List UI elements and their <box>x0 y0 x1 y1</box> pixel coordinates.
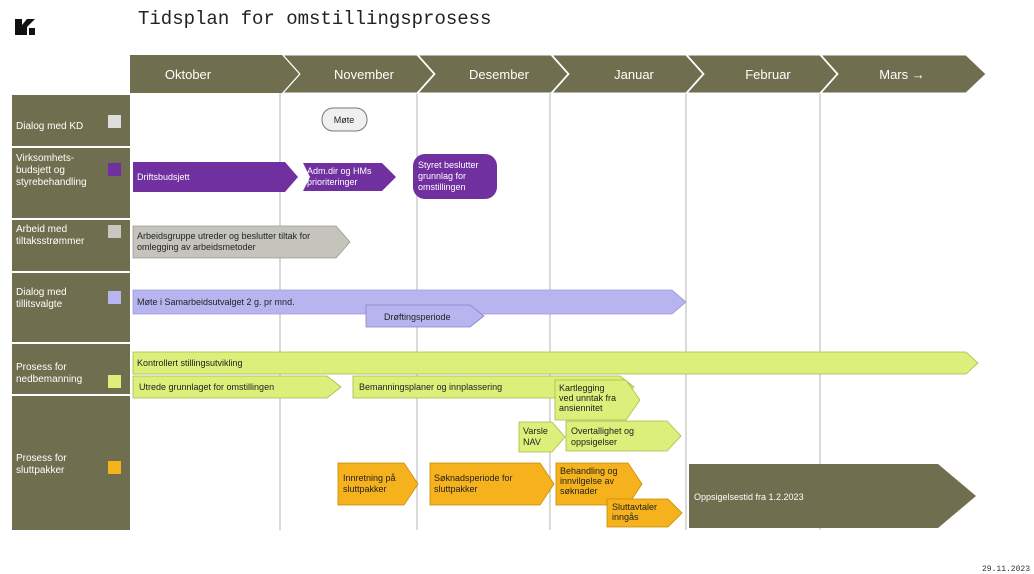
lane-swatch <box>108 163 121 176</box>
month-chevron-november <box>281 54 435 94</box>
svg-text:Drøftingsperiode: Drøftingsperiode <box>384 312 451 322</box>
month-chevron-oktober <box>130 55 299 93</box>
svg-text:Utrede grunnlaget for omstilli: Utrede grunnlaget for omstillingen <box>139 382 274 392</box>
lane-swatch <box>108 291 121 304</box>
month-chevron-januar <box>550 54 704 94</box>
lane-label: Prosess for sluttpakker <box>16 453 69 476</box>
styret-bubble: Styret beslutter grunnlag for omstilling… <box>413 154 497 199</box>
svg-text:Behandling og innvilge: Behandling og innvilgelse av søknader <box>560 466 620 496</box>
adm-dir-bar: Adm.dir og HMs prioriteringer <box>303 163 396 191</box>
lane-nedbemanning: Prosess for nedbemanning <box>12 344 130 394</box>
month-chevron-mars <box>819 54 987 94</box>
oppsigelsestid-bar: Oppsigelsestid fra 1.2.2023 <box>689 464 976 528</box>
lane-swatch <box>108 375 121 388</box>
month-label-desember: Desember <box>469 67 530 82</box>
innretning-bar: Innretning på sluttpakker <box>337 462 419 506</box>
svg-text:Kartlegging ved unntak: Kartlegging ved unntak fra ansiennitet <box>559 383 619 413</box>
varsle-nav-bar: Varsle NAV <box>518 421 566 453</box>
svg-text:Søknadsperiode for slu: Søknadsperiode for sluttpakker <box>434 473 515 494</box>
samarbeidsutvalget-bar: Møte i Samarbeidsutvalget 2 g. pr mnd. <box>132 289 687 315</box>
month-label-januar: Januar <box>614 67 654 82</box>
footer-date: 29.11.2023 <box>982 565 1031 574</box>
soknadsperiode-bar: Søknadsperiode for sluttpakker <box>429 462 555 506</box>
lane-label: Dialog med tillitsvalgte <box>16 287 69 310</box>
lane-labels: Dialog med KD Virksomhets- budsjett og s… <box>12 95 130 530</box>
lane-dialog-kd: Dialog med KD <box>12 95 130 146</box>
driftsbudsjett-bar: Driftsbudsjett <box>133 162 298 192</box>
timeline-items: Møte Driftsbudsjett Adm.dir og HMs prior… <box>132 107 979 528</box>
lane-label: Prosess for nedbemanning <box>16 362 82 385</box>
mote-bubble: Møte <box>321 107 368 132</box>
svg-text:Innretning på sluttpak: Innretning på sluttpakker <box>343 473 398 494</box>
month-chevron-februar <box>685 54 838 94</box>
month-label-februar: Februar <box>745 67 791 82</box>
page-title: Tidsplan for omstillingsprosess <box>138 8 492 30</box>
month-label-november: November <box>334 67 395 82</box>
svg-text:Oppsigelsestid fra 1.2.2023: Oppsigelsestid fra 1.2.2023 <box>694 492 804 502</box>
svg-text:Overtallighet og oppsi: Overtallighet og oppsigelser <box>571 426 637 447</box>
behandling-bar: Behandling og innvilgelse av søknader <box>555 462 643 506</box>
svg-text:Sluttavtaler inngås: Sluttavtaler inngås <box>612 502 660 522</box>
svg-text:Varsle NAV: Varsle NAV <box>523 426 550 447</box>
month-label-mars: Mars → <box>879 67 925 82</box>
lane-dialog-tillitsvalgte: Dialog med tillitsvalgte <box>12 273 130 342</box>
organization-logo-icon <box>15 19 35 35</box>
svg-text:Adm.dir og HMs priorit: Adm.dir og HMs prioriteringer <box>307 166 374 187</box>
svg-text:Driftsbudsjett: Driftsbudsjett <box>137 172 190 182</box>
lane-swatch <box>108 115 121 128</box>
lane-label: Dialog med KD <box>16 121 83 132</box>
svg-text:Møte: Møte <box>334 115 355 125</box>
svg-text:Bemanningsplaner og innplasser: Bemanningsplaner og innplassering <box>359 382 502 392</box>
utrede-bar: Utrede grunnlaget for omstillingen <box>132 375 342 399</box>
sluttavtaler-bar: Sluttavtaler inngås <box>606 498 683 528</box>
month-chevron-desember <box>416 54 569 94</box>
lane-swatch <box>108 225 121 238</box>
lane-swatch <box>108 461 121 474</box>
droftingsperiode-bar: Drøftingsperiode <box>365 304 485 328</box>
lane-arbeid-tiltaksstrommer: Arbeid med tiltaksstrømmer <box>12 220 130 271</box>
svg-text:Kontrollert stillingsutvikling: Kontrollert stillingsutvikling <box>137 358 243 368</box>
month-header: Oktober November Desember Januar Februar… <box>130 54 987 94</box>
lane-label: Arbeid med tiltaksstrømmer <box>16 224 85 247</box>
lane-sluttpakker: Prosess for sluttpakker <box>12 396 130 530</box>
svg-text:Møte i Samarbeidsutvalget 2 g.: Møte i Samarbeidsutvalget 2 g. pr mnd. <box>137 297 295 307</box>
overtallighet-bar: Overtallighet og oppsigelser <box>565 420 682 452</box>
svg-text:Styret beslutter grunn: Styret beslutter grunnlag for omstilling… <box>418 160 481 192</box>
kartlegging-bar: Kartlegging ved unntak fra ansiennitet <box>554 379 641 421</box>
svg-text:Arbeidsgruppe utreder og beslu: Arbeidsgruppe utreder og beslutter tilta… <box>137 231 313 252</box>
lane-label: Virksomhets- budsjett og styrebehandling <box>16 153 87 188</box>
lane-virksomhetsbudsjett: Virksomhets- budsjett og styrebehandling <box>12 148 130 218</box>
month-label-oktober: Oktober <box>165 67 212 82</box>
stillingsutvikling-bar: Kontrollert stillingsutvikling <box>132 351 979 375</box>
arbeidsgruppe-bar: Arbeidsgruppe utreder og beslutter tilta… <box>132 225 351 259</box>
